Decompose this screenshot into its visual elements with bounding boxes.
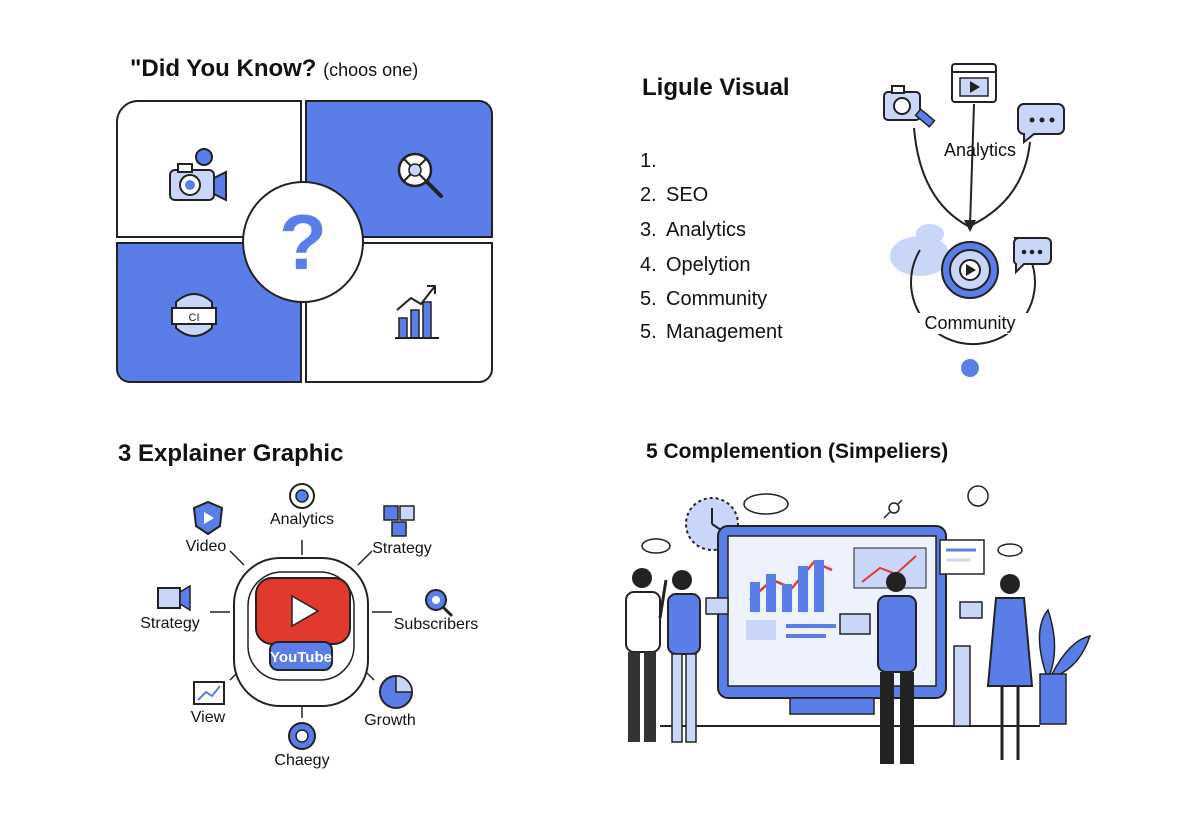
badge-icon: CI [171,293,217,337]
question-circle [242,181,364,303]
plant-icon [1038,608,1092,725]
list-item: 4.Opelytion [640,254,751,276]
flow-diagram [883,63,1065,377]
play-disc-icon [941,241,999,299]
bar-chart-icon [395,285,439,339]
flow-end-dot [961,359,979,377]
list-item: 5.Management [640,321,783,343]
panel3-title: 3 Explainer Graphic [118,440,344,467]
youtube-logo-text: YouTube [270,649,332,666]
list-item: 5.Community [640,288,768,310]
list-item: 3.Analytics [640,219,747,241]
puzzle-icon [383,505,415,537]
panel2-title: Ligule Visual [642,74,790,101]
target-icon [289,483,315,509]
explainer-diagram [157,483,454,750]
spoke-label: Growth [364,712,416,729]
panel1-title-text: "Did You Know? [130,55,317,82]
search-icon [397,152,443,198]
spoke-label: View [190,709,226,726]
team-illustration [625,485,1092,764]
donut-icon [288,722,316,750]
spoke-label: Subscribers [393,616,479,633]
play-shield-icon [192,500,224,536]
flow-bottom-label: Community [910,313,1030,334]
chat-bubble-icon [1012,237,1052,275]
spoke-label: Video [185,538,227,555]
spoke-label: Strategy [372,540,432,557]
question-mark: ? [279,198,327,286]
badge-text: CI [189,312,200,324]
cloud-icon [890,224,950,276]
spoke-label: Chaegy [274,752,330,769]
flow-top-label: Analytics [943,140,1017,160]
panel1-title: "Did You Know? (choos one) [130,55,418,83]
video-window-icon [951,63,997,103]
pie-chart-icon [379,675,413,709]
cloud-icon [641,493,1023,557]
spoke-label: Strategy [140,615,200,632]
gear-search-icon [425,589,454,618]
list-item: 2.SEO [640,184,709,206]
video-camera-icon [157,584,191,612]
tile-camera[interactable] [116,100,302,238]
panel4-title: 5 Complemention (Simpeliers) [646,440,949,463]
monitor-chart-icon [193,681,225,705]
panel1-title-note: (choos one) [323,60,419,80]
camera-icon [883,85,936,128]
spoke-label: Analytics [269,511,335,528]
camera-icon [169,148,227,202]
list-item: 1. [640,150,657,172]
chat-bubble-icon [1017,103,1065,145]
